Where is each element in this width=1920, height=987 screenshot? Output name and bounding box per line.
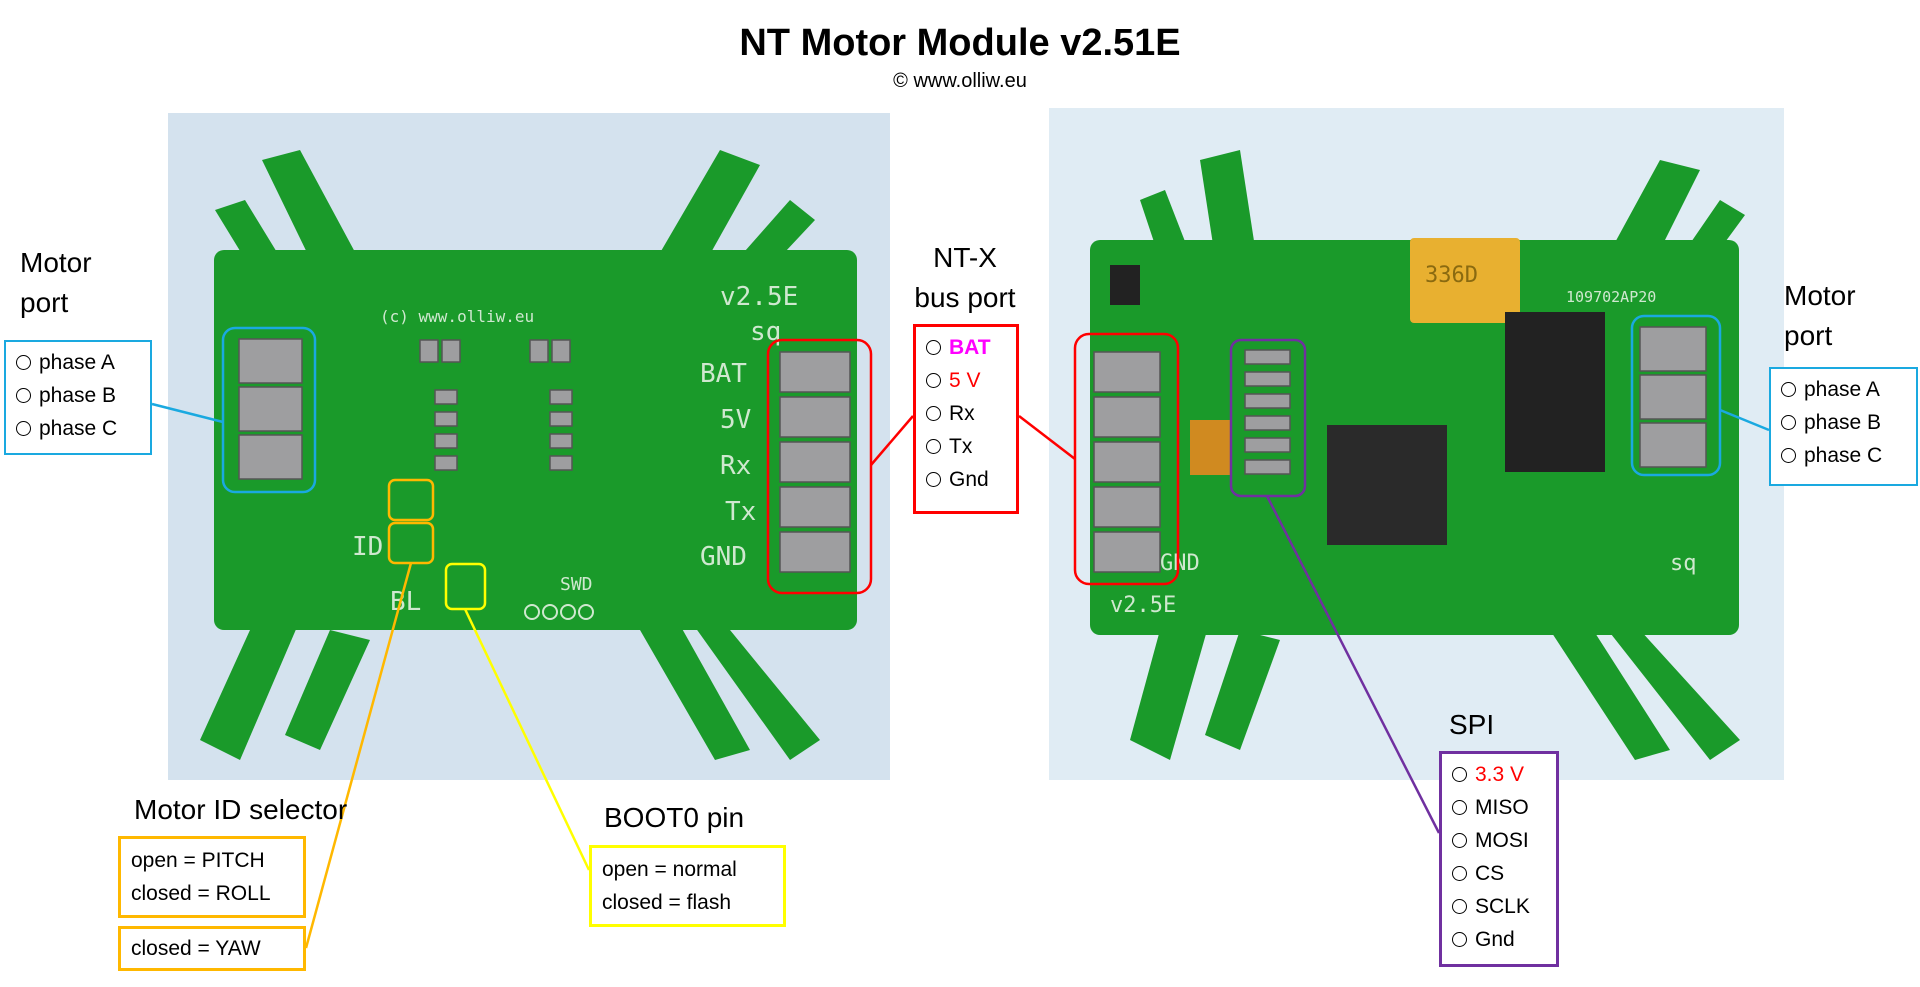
pin-item: BAT: [926, 331, 1006, 364]
pin-circle-icon: [1452, 899, 1467, 914]
pin-item: phase B: [1781, 406, 1906, 439]
boot0-leader: [463, 608, 591, 871]
left-motor-port-pins: phase A phase B phase C: [4, 340, 152, 455]
id-option: closed = ROLL: [131, 882, 271, 905]
svg-text:(c) www.olliw.eu: (c) www.olliw.eu: [380, 307, 534, 326]
pin-circle-icon: [1452, 767, 1467, 782]
pin-item: 3.3 V: [1452, 758, 1546, 791]
boot0-options-box: open = normal closed = flash: [589, 845, 786, 927]
boot0-option: closed = flash: [602, 891, 731, 914]
spi-pins: 3.3 V MISO MOSI CS SCLK Gnd: [1439, 751, 1559, 967]
ntx-front-highlight: [766, 338, 873, 595]
pin-item: Tx: [926, 430, 1006, 463]
svg-text:v2.5E: v2.5E: [720, 282, 798, 312]
label-line: NT-X: [933, 242, 997, 273]
svg-text:BL: BL: [390, 587, 421, 617]
svg-text:Tx: Tx: [725, 497, 756, 527]
back-pcb-photo: 336D GND v2.5E sq 109702AP20: [1049, 108, 1784, 780]
pin-item: phase B: [16, 379, 140, 412]
right-motor-port-pins: phase A phase B phase C: [1769, 367, 1918, 486]
pin-circle-icon: [1452, 866, 1467, 881]
spi-label: SPI: [1449, 709, 1495, 740]
label-line: Motor: [1784, 280, 1856, 311]
page-title: NT Motor Module v2.51E: [739, 22, 1181, 64]
ntx-leader-right: [1018, 415, 1076, 460]
left-motor-port-label: Motor port: [20, 243, 92, 323]
boot0-option: open = normal: [602, 858, 737, 881]
motor-id-leader: [304, 562, 413, 949]
right-motor-port-leader: [1719, 408, 1770, 432]
ntx-bus-port-pins: BAT 5 V Rx Tx Gnd: [913, 324, 1019, 514]
pin-item: Gnd: [1452, 923, 1546, 956]
pin-item: phase A: [1781, 373, 1906, 406]
pin-circle-icon: [926, 406, 941, 421]
pin-circle-icon: [926, 439, 941, 454]
spi-leader: [1265, 495, 1441, 834]
pin-circle-icon: [16, 421, 31, 436]
right-motor-port-highlight: [1630, 314, 1722, 477]
pin-circle-icon: [1452, 833, 1467, 848]
spi-highlight: [1229, 338, 1307, 498]
pin-circle-icon: [16, 388, 31, 403]
id-option: closed = YAW: [131, 937, 261, 960]
ntx-back-highlight: [1073, 332, 1180, 586]
boot0-highlight: [444, 562, 487, 611]
motor-id-selector-label: Motor ID selector: [134, 794, 348, 825]
id-option: open = PITCH: [131, 849, 265, 872]
svg-text:Rx: Rx: [720, 451, 751, 481]
pin-circle-icon: [926, 373, 941, 388]
ntx-bus-port-label: NT-X bus port: [900, 238, 1030, 318]
svg-text:109702AP20: 109702AP20: [1566, 288, 1656, 306]
pin-circle-icon: [1452, 932, 1467, 947]
pin-circle-icon: [1781, 415, 1796, 430]
pin-circle-icon: [1781, 448, 1796, 463]
pin-circle-icon: [16, 355, 31, 370]
pin-item: MISO: [1452, 791, 1546, 824]
id-jumper-2-highlight: [387, 521, 435, 565]
motor-id-pitch-roll-box: open = PITCH closed = ROLL: [118, 836, 306, 918]
pin-item: SCLK: [1452, 890, 1546, 923]
id-jumper-1-highlight: [387, 478, 435, 522]
svg-text:336D: 336D: [1425, 263, 1478, 288]
pin-item: CS: [1452, 857, 1546, 890]
pin-item: 5 V: [926, 364, 1006, 397]
pin-circle-icon: [926, 340, 941, 355]
label-line: port: [1784, 320, 1833, 351]
svg-text:sq: sq: [1670, 551, 1697, 576]
pin-item: phase A: [16, 346, 140, 379]
label-line: bus port: [914, 282, 1016, 313]
pin-item: phase C: [16, 412, 140, 445]
svg-text:SWD: SWD: [560, 574, 593, 595]
motor-id-yaw-box: closed = YAW: [118, 926, 306, 971]
pin-item: phase C: [1781, 439, 1906, 472]
pin-item: Gnd: [926, 463, 1006, 496]
svg-text:sq: sq: [750, 317, 781, 347]
svg-text:BAT: BAT: [700, 359, 747, 389]
label-line: port: [20, 287, 69, 318]
pin-circle-icon: [1781, 382, 1796, 397]
svg-text:ID: ID: [352, 532, 383, 562]
right-motor-port-label: Motor port: [1784, 276, 1856, 356]
svg-text:v2.5E: v2.5E: [1110, 593, 1176, 618]
pin-circle-icon: [926, 472, 941, 487]
left-motor-port-leader: [151, 402, 224, 424]
left-motor-port-highlight: [221, 326, 317, 494]
boot0-label: BOOT0 pin: [604, 802, 745, 833]
ntx-leader-left: [870, 415, 914, 466]
pin-item: MOSI: [1452, 824, 1546, 857]
svg-text:GND: GND: [700, 542, 747, 572]
copyright: © www.olliw.eu: [893, 70, 1027, 92]
svg-text:5V: 5V: [720, 405, 751, 435]
label-line: Motor: [20, 247, 92, 278]
pin-circle-icon: [1452, 800, 1467, 815]
svg-text:GND: GND: [1160, 551, 1200, 576]
pin-item: Rx: [926, 397, 1006, 430]
